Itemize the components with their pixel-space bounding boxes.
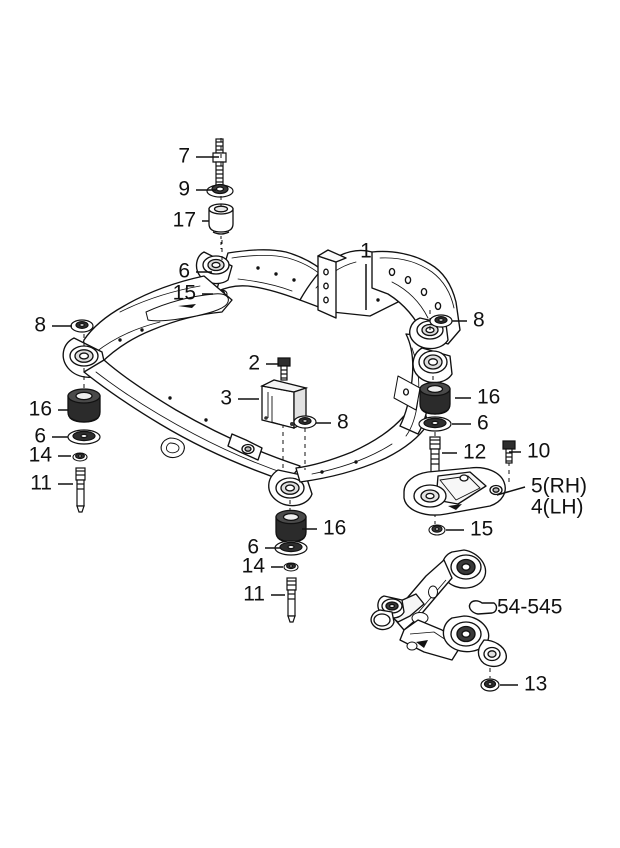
- callout-label-3: 3: [220, 387, 232, 410]
- callout-label-6: 6: [247, 536, 259, 559]
- leader-line-5RH: [496, 486, 526, 496]
- part-14-washer-tiny-left: [72, 452, 88, 462]
- part-5-4-reinforcement-plate: [403, 466, 506, 516]
- callout-label-5RH: 5(RH): [531, 475, 587, 498]
- part-6-washer-large-right: [418, 416, 452, 432]
- callout-label-6: 6: [34, 425, 46, 448]
- part-16-bushing-left: [67, 388, 101, 423]
- part-7-bolt-long-upper: [212, 138, 227, 188]
- callout-label-4LH: 4(LH): [531, 496, 584, 519]
- callout-label-6: 6: [477, 412, 489, 435]
- callout-label-14: 14: [242, 555, 266, 578]
- callout-label-14: 14: [29, 444, 53, 467]
- part-8-washer-small-center: [293, 415, 317, 429]
- callout-label-9: 9: [178, 178, 190, 201]
- callout-label-1: 1: [360, 240, 372, 263]
- part-8-washer-small-right: [429, 314, 453, 328]
- part-10-bolt-short: [502, 440, 516, 464]
- part-8-washer-small-left: [70, 319, 94, 333]
- callout-label-16: 16: [477, 386, 500, 409]
- callout-label-11: 11: [30, 472, 52, 495]
- callout-label-15: 15: [470, 518, 493, 541]
- callout-label-17: 17: [173, 209, 196, 232]
- callout-label-8: 8: [34, 314, 46, 337]
- callout-label-6: 6: [178, 260, 190, 283]
- callout-label-54_545: 54-545: [497, 596, 562, 619]
- callout-label-8: 8: [337, 411, 349, 434]
- callout-label-7: 7: [178, 145, 190, 168]
- part-11-bolt-long-left: [75, 467, 86, 513]
- part-1-crossmember-assembly: [62, 249, 461, 507]
- callout-label-11: 11: [243, 583, 265, 606]
- callout-label-15: 15: [173, 282, 196, 305]
- reference-balloon-icon: [468, 600, 498, 615]
- lower-control-arm: [370, 549, 507, 668]
- part-14-washer-tiny-center: [283, 562, 299, 572]
- part-11-bolt-long-center: [286, 577, 297, 623]
- part-2-bolt-stay: [277, 357, 291, 381]
- callout-leader-lines: [52, 156, 526, 686]
- callout-label-16: 16: [29, 398, 52, 421]
- callout-label-10: 10: [527, 440, 550, 463]
- part-9-nut-flange: [206, 183, 234, 198]
- callout-label-13: 13: [524, 673, 547, 696]
- part-15-nut-small-right: [428, 524, 446, 536]
- callout-label-8: 8: [473, 309, 485, 332]
- part-16-bushing-right: [419, 381, 451, 415]
- part-17-bushing-upper: [208, 203, 234, 235]
- callout-label-12: 12: [463, 441, 486, 464]
- callout-label-2: 2: [248, 352, 260, 375]
- part-6-washer-large-left: [67, 429, 101, 445]
- part-13-nut-ball-joint: [480, 678, 500, 692]
- callout-label-16: 16: [323, 517, 346, 540]
- part-16-bushing-center: [275, 509, 307, 543]
